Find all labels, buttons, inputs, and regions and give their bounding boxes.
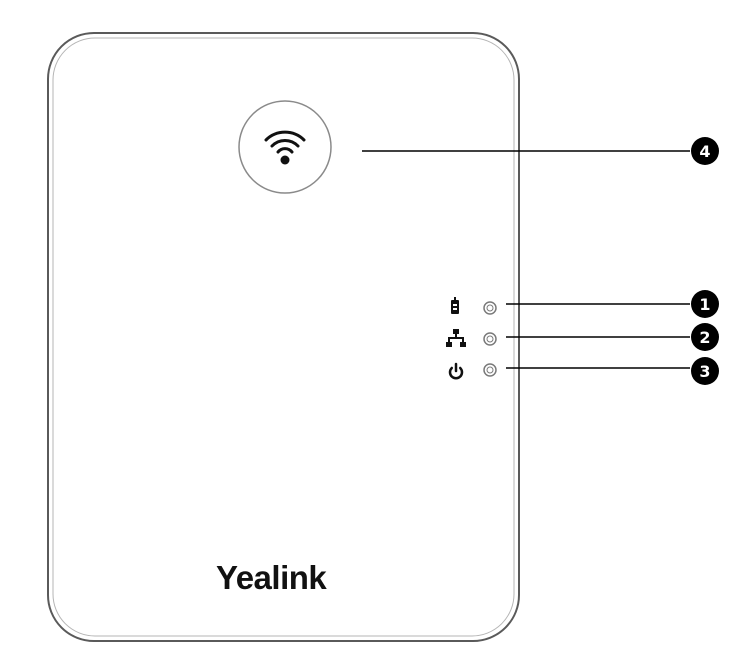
handset-icon bbox=[451, 297, 459, 314]
callout-badge-network: 2 bbox=[691, 323, 719, 351]
network-indicator bbox=[446, 329, 497, 347]
power-led bbox=[483, 363, 497, 377]
handset-led bbox=[483, 301, 497, 315]
brand-logo: Yealink bbox=[216, 559, 327, 596]
callout-number-pairing: 4 bbox=[699, 142, 710, 161]
callout-number-handset: 1 bbox=[699, 295, 710, 314]
power-indicator bbox=[448, 362, 497, 380]
network-icon bbox=[446, 329, 466, 347]
handset-indicator bbox=[451, 297, 497, 315]
wifi-signal-icon bbox=[264, 130, 306, 165]
callout-badge-handset: 1 bbox=[691, 290, 719, 318]
power-icon bbox=[448, 362, 464, 380]
callout-badge-pairing: 4 bbox=[691, 137, 719, 165]
callout-number-network: 2 bbox=[699, 328, 710, 347]
callout-badge-power: 3 bbox=[691, 357, 719, 385]
network-led bbox=[483, 332, 497, 346]
callout-number-power: 3 bbox=[699, 362, 710, 381]
pairing-button[interactable] bbox=[238, 100, 332, 194]
